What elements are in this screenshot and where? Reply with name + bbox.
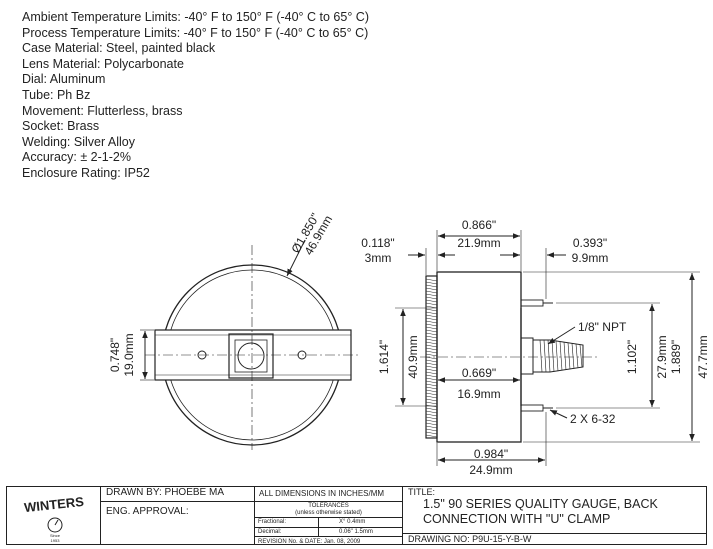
clamp-height-mm: 19.0mm: [122, 333, 136, 376]
overall-depth-in: 1.889": [669, 340, 683, 374]
case-depth-in: 0.866": [462, 218, 496, 232]
title-label: TITLE:: [408, 487, 436, 497]
clamp-width-in: 1.614": [377, 340, 391, 374]
clamp-width-mm-label: 40.9mm: [406, 335, 420, 378]
stud-spacing-mm-label: 27.9mm: [655, 335, 669, 378]
decimal-label: Decimal:: [255, 528, 319, 536]
case-depth-mm: 21.9mm: [457, 236, 500, 250]
spec-line: Lens Material: Polycarbonate: [22, 56, 184, 71]
lens-thickness-in: 0.118": [361, 236, 394, 250]
overall-depth-mm: 47.7mm: [696, 335, 710, 378]
logo-year: 1953: [51, 538, 61, 543]
logo-wordmark: WINTERS: [23, 494, 85, 515]
stud-top: [520, 299, 544, 307]
technical-drawing: Ø1.850" 46.9mm 0.748" 19.0mm: [108, 211, 710, 477]
socket-hex: [520, 337, 534, 375]
lens-thickness-mm: 3mm: [365, 251, 392, 265]
bottom-width-mm: 24.9mm: [469, 463, 512, 477]
spec-line: Welding: Silver Alloy: [22, 134, 136, 149]
spec-line: Dial: Aluminum: [22, 72, 106, 87]
spec-line: Process Temperature Limits: -40° F to 15…: [22, 25, 369, 40]
drawn-by: DRAWN BY: PHOEBE MA: [106, 487, 224, 498]
revision-date: REVISION No. & DATE: Jan. 08, 2009: [258, 539, 361, 545]
dims-note: ALL DIMENSIONS IN INCHES/MM: [259, 489, 385, 498]
socket-offset-in: 0.669": [462, 366, 496, 380]
spec-line: Tube: Ph Bz: [22, 87, 91, 102]
fractional-label: Fractional:: [255, 518, 319, 527]
logo-since: Since: [50, 533, 61, 538]
spec-line: Enclosure Rating: IP52: [22, 165, 150, 180]
eng-approval: ENG. APPROVAL:: [106, 506, 189, 517]
logo-gauge-icon: [47, 517, 63, 533]
tolerances-sub: (unless otherwise stated): [295, 510, 362, 516]
drawing-title-line-1: 1.5" 90 SERIES QUALITY GAUGE, BACK: [423, 497, 658, 511]
side-view: [395, 230, 700, 466]
stem-length-mm: 9.9mm: [572, 251, 609, 265]
spec-line: Movement: Flutterless, brass: [22, 103, 183, 118]
drawing-number: DRAWING NO: P9U-15-Y-B-W: [408, 534, 532, 544]
decimal-value: 0.06" 1.5mm: [339, 529, 373, 535]
title-block: WINTERS Since 1953 DRAWN BY: PHOEBE MA E…: [6, 486, 707, 545]
winters-logo: WINTERS Since 1953: [23, 494, 85, 543]
stud-spacing-in: 1.102": [625, 340, 639, 374]
drawing-title-line-2: CONNECTION WITH "U" CLAMP: [423, 512, 611, 526]
spec-line: Ambient Temperature Limits: -40° F to 15…: [22, 10, 369, 24]
spec-line: Case Material: Steel, painted black: [22, 41, 216, 56]
fractional-value: X° 0.4mm: [339, 519, 366, 525]
spec-line: Accuracy: ± 2-1-2%: [22, 150, 131, 165]
front-view: [140, 239, 360, 450]
spec-line: Socket: Brass: [22, 119, 100, 134]
socket-bore: [237, 342, 265, 370]
logo-cell: WINTERS Since 1953: [7, 487, 101, 544]
specification-list: Ambient Temperature Limits: -40° F to 15…: [22, 10, 369, 182]
stem-length-in: 0.393": [573, 236, 607, 250]
bottom-width-in: 0.984": [474, 447, 508, 461]
npt-callout: 1/8" NPT: [578, 320, 627, 334]
stud-bottom: [520, 404, 544, 412]
socket-square: [228, 333, 274, 379]
tolerances-heading: TOLERANCES: [308, 503, 349, 509]
socket-offset-mm: 16.9mm: [457, 387, 500, 401]
screw-callout: 2 X 6-32: [570, 412, 616, 426]
clamp-height-in: 0.748": [108, 338, 122, 372]
